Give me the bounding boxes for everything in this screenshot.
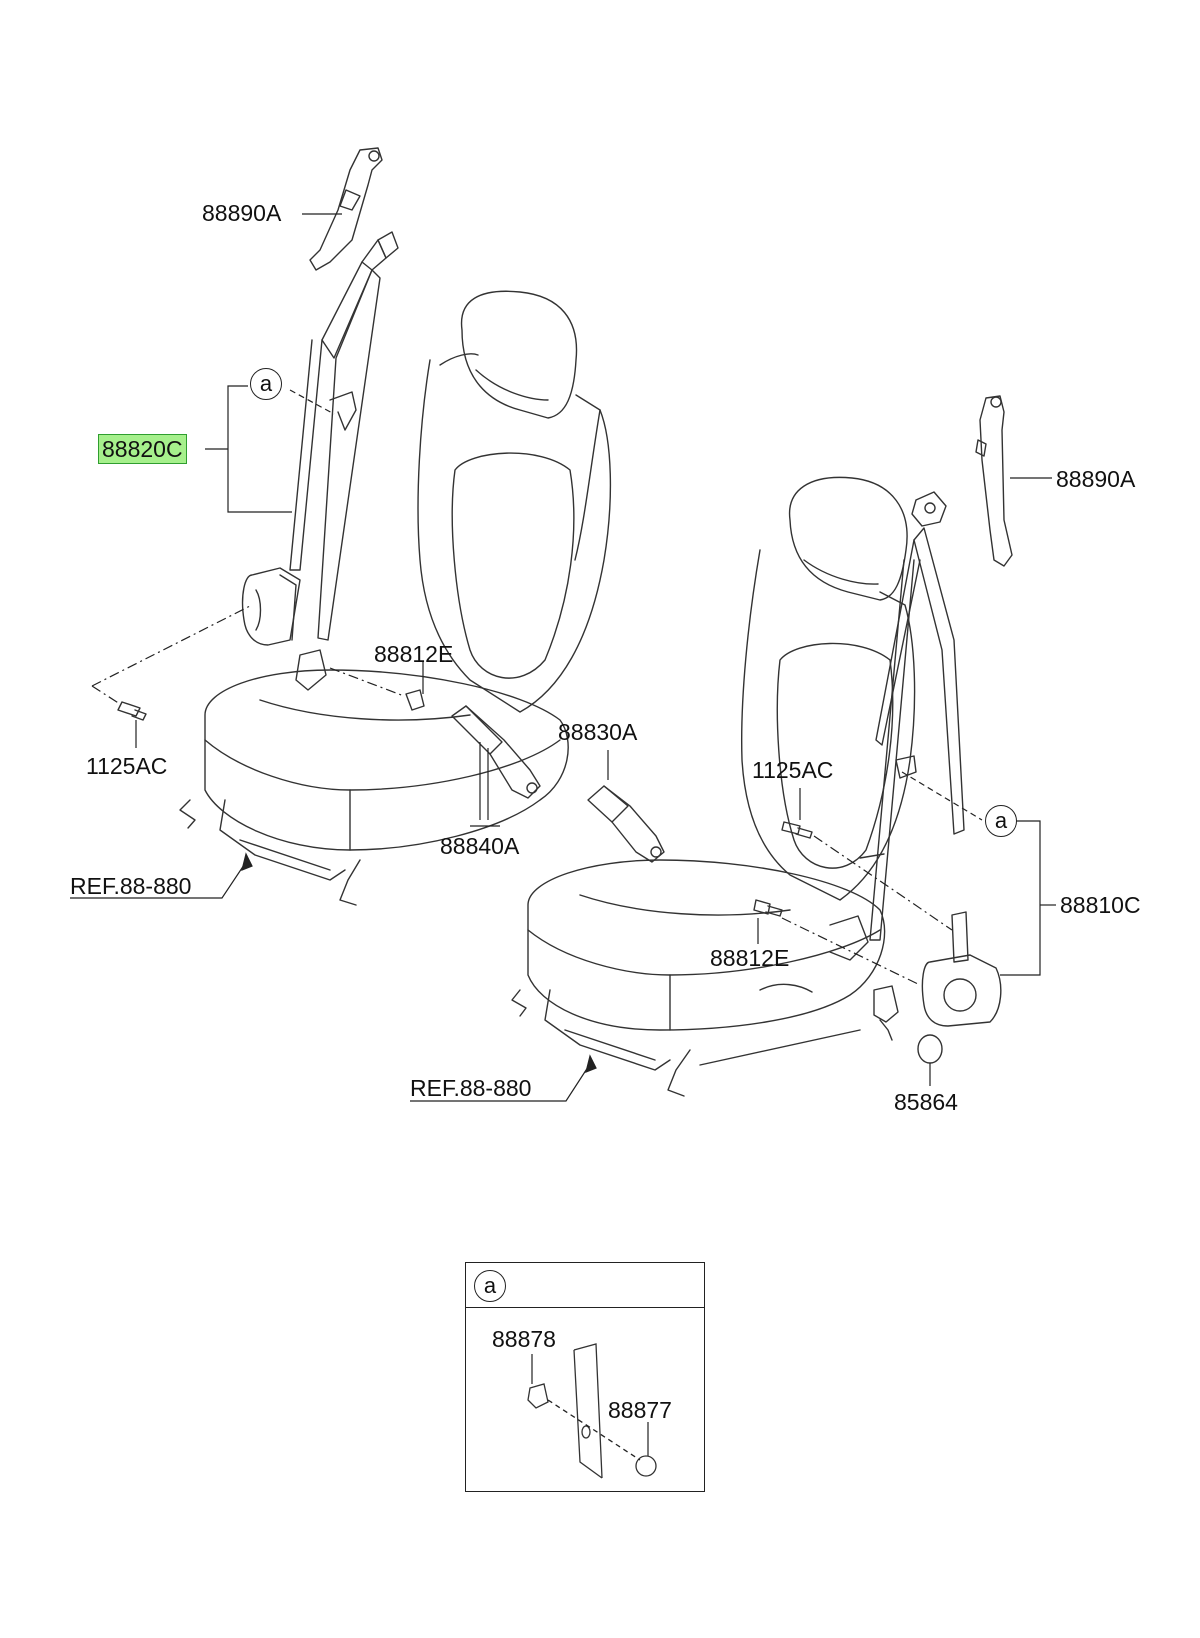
upper-adjuster-left	[309, 147, 383, 271]
left-seat-belt	[241, 231, 399, 691]
label-88830A[interactable]: 88830A	[558, 719, 638, 745]
upper-adjuster-right	[975, 395, 1013, 567]
label-88812E-right[interactable]: 88812E	[710, 945, 790, 971]
label-88877[interactable]: 88877	[608, 1397, 672, 1423]
buckle-left	[451, 705, 541, 799]
bolt-right	[753, 821, 813, 917]
label-88812E-left[interactable]: 88812E	[374, 641, 454, 667]
buckle-right	[587, 785, 665, 863]
label-88820C-highlighted[interactable]: 88820C	[98, 434, 187, 464]
label-88890A-left[interactable]: 88890A	[202, 200, 282, 226]
label-ref-88-880-right[interactable]: REF.88-880	[410, 1075, 532, 1101]
label-88810C[interactable]: 88810C	[1060, 892, 1141, 918]
label-88840A[interactable]: 88840A	[440, 833, 520, 859]
callout-a-left: a	[250, 368, 282, 400]
left-seat	[179, 290, 612, 906]
label-1125AC-left[interactable]: 1125AC	[86, 753, 168, 779]
right-seat	[511, 476, 916, 1097]
label-ref-88-880-left[interactable]: REF.88-880	[70, 873, 192, 899]
label-85864[interactable]: 85864	[894, 1089, 958, 1115]
inset-drawing	[527, 1343, 657, 1479]
ring-85864	[917, 1034, 943, 1064]
detail-inset-a	[465, 1262, 705, 1492]
callout-a-inset: a	[474, 1270, 506, 1302]
callout-a-right: a	[985, 805, 1017, 837]
label-88890A-right[interactable]: 88890A	[1056, 466, 1136, 492]
bolt-left	[117, 689, 425, 721]
label-88878[interactable]: 88878	[492, 1326, 556, 1352]
right-seat-belt	[859, 491, 1002, 1041]
label-1125AC-right[interactable]: 1125AC	[752, 757, 834, 783]
inset-divider	[466, 1307, 704, 1308]
